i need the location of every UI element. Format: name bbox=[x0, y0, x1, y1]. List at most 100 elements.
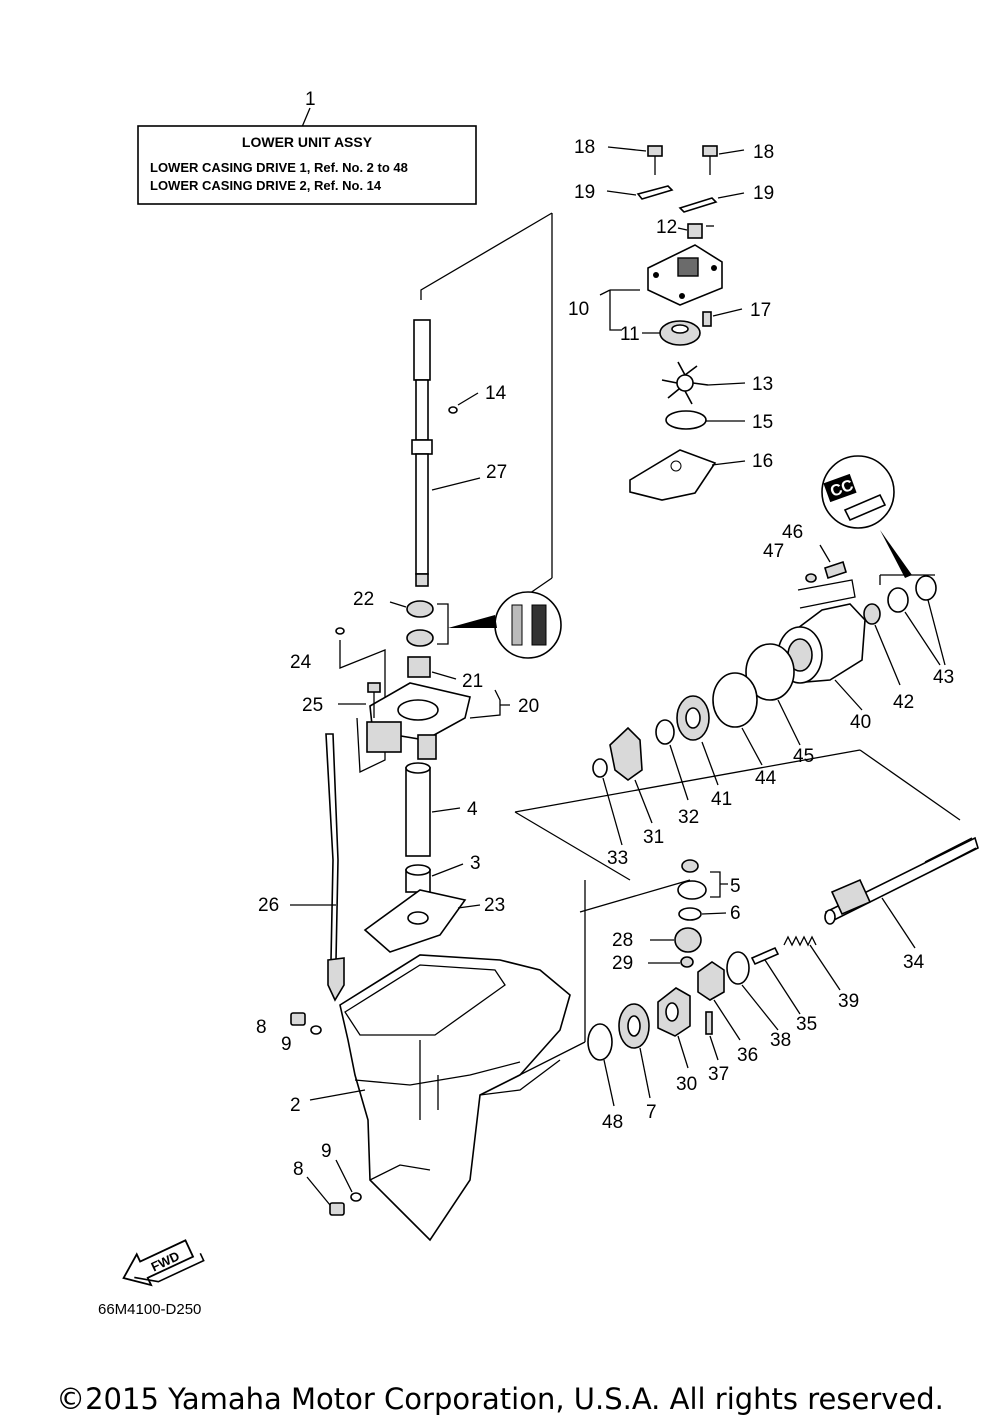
drive-shaft-27-upper[interactable] bbox=[415, 379, 429, 441]
callout-12[interactable]: 12 bbox=[656, 217, 677, 238]
callout-20[interactable]: 20 bbox=[518, 696, 539, 717]
callout-44[interactable]: 44 bbox=[755, 768, 777, 789]
seal-21[interactable] bbox=[407, 656, 431, 678]
callout-9-lower[interactable]: 9 bbox=[321, 1141, 332, 1162]
clip-38[interactable] bbox=[726, 951, 750, 985]
bearing-5[interactable] bbox=[677, 880, 707, 900]
washer-47[interactable] bbox=[805, 573, 817, 583]
shim-48[interactable] bbox=[587, 1023, 613, 1061]
callout-36[interactable]: 36 bbox=[737, 1045, 758, 1066]
callout-1[interactable]: 1 bbox=[305, 89, 316, 110]
callout-7[interactable]: 7 bbox=[646, 1102, 657, 1123]
callout-2[interactable]: 2 bbox=[290, 1095, 301, 1116]
pin-24[interactable] bbox=[335, 627, 345, 635]
callout-18-left[interactable]: 18 bbox=[574, 137, 595, 158]
pin-35[interactable] bbox=[750, 946, 780, 966]
callout-41[interactable]: 41 bbox=[711, 789, 732, 810]
callout-38[interactable]: 38 bbox=[770, 1030, 791, 1051]
plug-8-lower[interactable] bbox=[329, 1202, 345, 1216]
callout-48[interactable]: 48 bbox=[602, 1112, 623, 1133]
propeller-shaft-34[interactable] bbox=[824, 836, 979, 925]
drive-shaft-27-spline[interactable] bbox=[413, 319, 431, 381]
callout-40[interactable]: 40 bbox=[850, 712, 871, 733]
circlip-33[interactable] bbox=[592, 758, 608, 778]
bearing-43-left[interactable] bbox=[887, 587, 909, 613]
insert-12[interactable] bbox=[687, 223, 703, 239]
o-ring-15[interactable] bbox=[665, 410, 707, 430]
gasket-16[interactable] bbox=[629, 449, 717, 501]
callout-8-upper[interactable]: 8 bbox=[256, 1017, 267, 1038]
callout-37[interactable]: 37 bbox=[708, 1064, 729, 1085]
callout-6[interactable]: 6 bbox=[730, 903, 741, 924]
impeller-13[interactable] bbox=[661, 361, 709, 405]
lower-case-2[interactable] bbox=[339, 954, 571, 1242]
callout-18-right[interactable]: 18 bbox=[753, 142, 774, 163]
callout-42[interactable]: 42 bbox=[893, 692, 914, 713]
shim-6[interactable] bbox=[678, 907, 702, 921]
callout-31[interactable]: 31 bbox=[643, 827, 664, 848]
callout-9-upper[interactable]: 9 bbox=[281, 1034, 292, 1055]
pin-17[interactable] bbox=[702, 311, 712, 327]
pin-37[interactable] bbox=[705, 1011, 713, 1035]
shim-5[interactable] bbox=[681, 859, 699, 873]
spring-39[interactable] bbox=[783, 935, 817, 947]
callout-35[interactable]: 35 bbox=[796, 1014, 817, 1035]
callout-27[interactable]: 27 bbox=[486, 462, 507, 483]
callout-14[interactable]: 14 bbox=[485, 383, 507, 404]
callout-30[interactable]: 30 bbox=[676, 1074, 697, 1095]
callout-46[interactable]: 46 bbox=[782, 522, 803, 543]
callout-15[interactable]: 15 bbox=[752, 412, 773, 433]
callout-19-right[interactable]: 19 bbox=[753, 183, 774, 204]
bolt-18-left[interactable] bbox=[647, 145, 663, 175]
bearing-43-right[interactable] bbox=[915, 575, 937, 601]
callout-16[interactable]: 16 bbox=[752, 451, 773, 472]
callout-11[interactable]: 11 bbox=[620, 324, 640, 345]
callout-10[interactable]: 10 bbox=[568, 299, 589, 320]
o-ring-44[interactable] bbox=[712, 672, 758, 728]
gasket-9-lower[interactable] bbox=[350, 1192, 362, 1202]
gasket-9-upper[interactable] bbox=[310, 1025, 322, 1035]
callout-33[interactable]: 33 bbox=[607, 848, 628, 869]
callout-32[interactable]: 32 bbox=[678, 807, 699, 828]
callout-22[interactable]: 22 bbox=[353, 589, 374, 610]
callout-23[interactable]: 23 bbox=[484, 895, 505, 916]
bearing-22-lower[interactable] bbox=[406, 629, 434, 647]
callout-28[interactable]: 28 bbox=[612, 930, 633, 951]
drive-shaft-27[interactable] bbox=[415, 453, 429, 575]
callout-24[interactable]: 24 bbox=[290, 652, 312, 673]
callout-43[interactable]: 43 bbox=[933, 667, 954, 688]
pinion-28[interactable] bbox=[674, 927, 702, 953]
callout-26[interactable]: 26 bbox=[258, 895, 279, 916]
callout-5[interactable]: 5 bbox=[730, 876, 741, 897]
bolt-25[interactable] bbox=[367, 682, 381, 693]
tube-4[interactable] bbox=[405, 767, 431, 857]
callout-3[interactable]: 3 bbox=[470, 853, 481, 874]
nut-29[interactable] bbox=[680, 956, 694, 968]
bearing-22-upper[interactable] bbox=[406, 600, 434, 618]
bolt-46[interactable] bbox=[824, 560, 847, 580]
dog-clutch-36[interactable] bbox=[697, 961, 725, 1001]
plate-19-right[interactable] bbox=[678, 197, 718, 213]
plug-8-upper[interactable] bbox=[290, 1012, 306, 1026]
bolt-18-right[interactable] bbox=[702, 145, 718, 175]
shim-32[interactable] bbox=[655, 719, 675, 745]
callout-13[interactable]: 13 bbox=[752, 374, 773, 395]
shift-rod-26[interactable] bbox=[325, 733, 339, 961]
o-ring-45[interactable] bbox=[745, 643, 795, 701]
plate-19-left[interactable] bbox=[636, 185, 674, 200]
callout-8-lower[interactable]: 8 bbox=[293, 1159, 304, 1180]
callout-4[interactable]: 4 bbox=[467, 799, 478, 820]
bush-42[interactable] bbox=[863, 603, 881, 625]
callout-21[interactable]: 21 bbox=[462, 671, 483, 692]
callout-47[interactable]: 47 bbox=[763, 541, 784, 562]
reverse-gear-31[interactable] bbox=[609, 726, 643, 781]
key-14[interactable] bbox=[448, 406, 458, 414]
callout-34[interactable]: 34 bbox=[903, 952, 925, 973]
callout-19-left[interactable]: 19 bbox=[574, 182, 595, 203]
callout-29[interactable]: 29 bbox=[612, 953, 633, 974]
callout-17[interactable]: 17 bbox=[750, 300, 771, 321]
callout-45[interactable]: 45 bbox=[793, 746, 814, 767]
callout-25[interactable]: 25 bbox=[302, 695, 323, 716]
callout-39[interactable]: 39 bbox=[838, 991, 859, 1012]
